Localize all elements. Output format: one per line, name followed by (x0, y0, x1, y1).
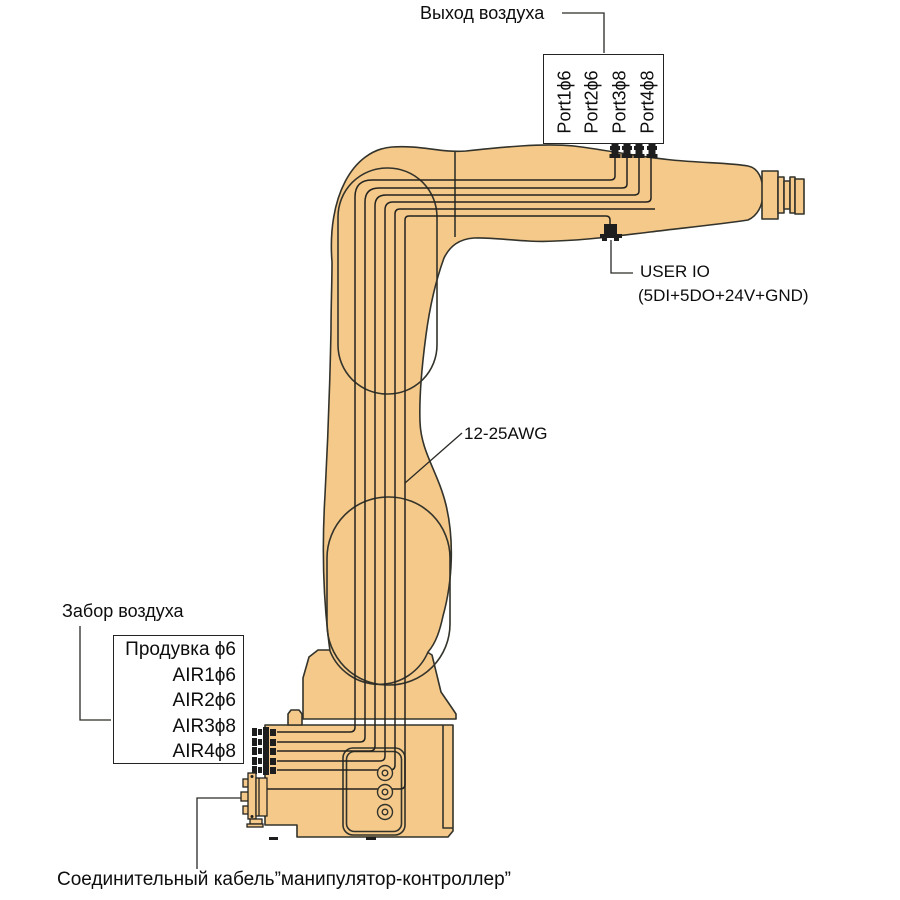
port4-label: Port4ϕ8 (637, 70, 658, 134)
port1-label: Port1ϕ6 (554, 70, 575, 134)
user-io-connector (600, 224, 622, 241)
controller-cable-connector (240, 772, 268, 828)
wrist-flange (761, 170, 805, 220)
controller-cable-label: Соединительный кабель”манипулятор-контро… (57, 869, 511, 890)
leader-user-io (610, 240, 633, 274)
air-intake-item-air3: AIR3ϕ8 (172, 715, 236, 737)
air-outlet-port-list-box: Port1ϕ6 Port2ϕ6 Port3ϕ8 Port4ϕ8 (543, 54, 664, 144)
air-intake-item-purge: Продувка ϕ6 (125, 639, 236, 660)
leader-air-outlet (562, 12, 605, 53)
air-intake-item-air2: AIR2ϕ6 (172, 690, 236, 711)
cable-lines (262, 158, 655, 790)
lower-joint-housing (326, 496, 451, 686)
leader-wire-gauge (404, 432, 463, 484)
base-right-column-line (442, 725, 453, 829)
base-foot-right (366, 837, 376, 840)
user-io-label: USER IO (640, 262, 710, 281)
base-foot-left (269, 837, 278, 840)
leader-controller-cable (196, 797, 241, 869)
robot-arm (322, 144, 764, 686)
air-intake-label: Забор воздуха (62, 601, 184, 621)
air-intake-fitting-list-box: Продувка ϕ6 AIR1ϕ6 AIR2ϕ6 AIR3ϕ8 AIR4ϕ8 (113, 635, 244, 764)
panel-screws (376, 764, 394, 821)
user-io-pinout-label: (5DI+5DO+24V+GND) (638, 286, 809, 305)
port3-label: Port3ϕ8 (609, 70, 630, 134)
base-vent-tab (287, 709, 303, 726)
air-intake-item-air4: AIR4ϕ8 (172, 741, 236, 762)
air-outlet-label: Выход воздуха (420, 3, 545, 23)
air-intake-item-air1: AIR1ϕ6 (172, 664, 236, 686)
port2-label: Port2ϕ6 (581, 70, 602, 134)
elbow-joint-housing (337, 167, 438, 395)
air-intake-connectors (252, 727, 276, 775)
leader-air-intake (79, 626, 111, 721)
wire-gauge-label: 12-25AWG (464, 424, 548, 443)
